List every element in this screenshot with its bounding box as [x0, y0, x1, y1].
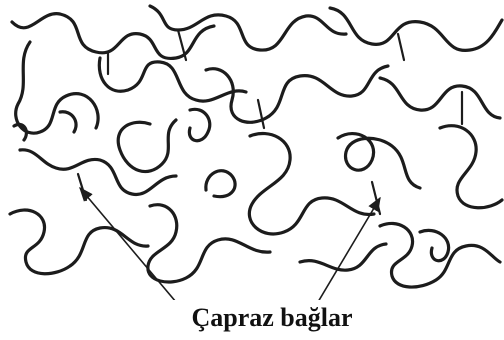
polymer-network	[0, 0, 504, 300]
crosslinks-label: Çapraz bağlar	[0, 303, 504, 333]
pointer-arrows	[80, 188, 380, 300]
polymer-chains	[10, 6, 502, 287]
pointer-arrow-right	[318, 198, 380, 300]
